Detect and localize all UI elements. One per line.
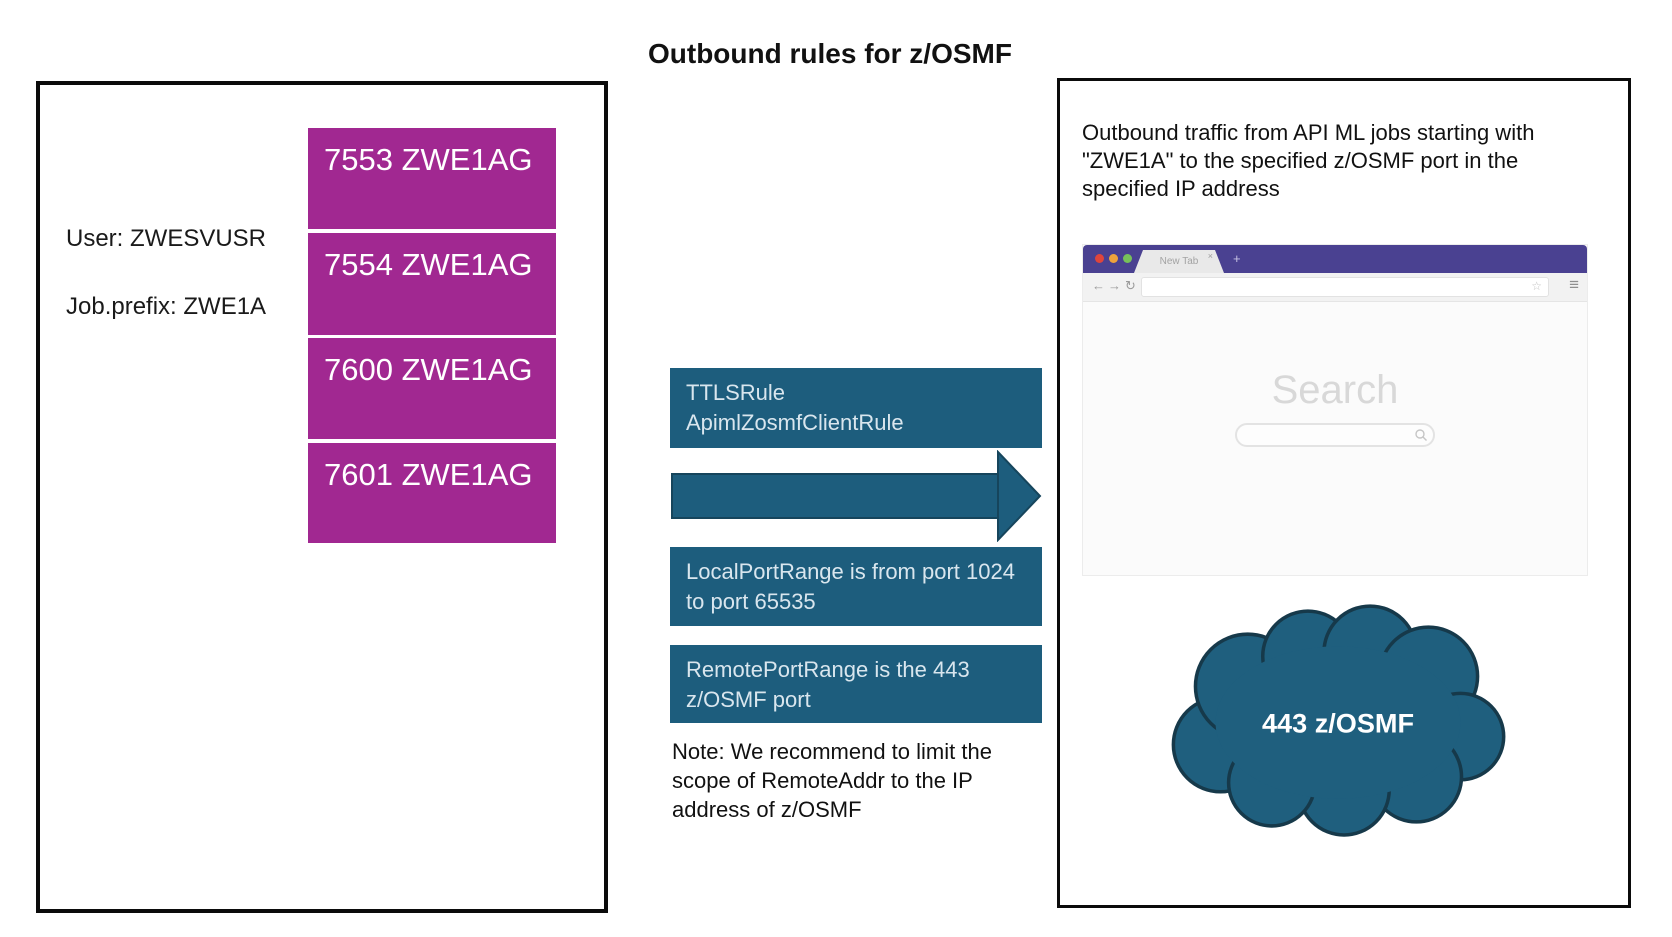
- local-port-range-box: LocalPortRange is from port 1024 to port…: [670, 547, 1042, 626]
- flow-arrow-icon: [671, 450, 1042, 542]
- port-job-box: 7601 ZWE1AG: [308, 443, 556, 543]
- tab-close-icon[interactable]: ×: [1207, 251, 1213, 261]
- traffic-light-minimize-icon[interactable]: [1109, 254, 1118, 263]
- ttls-rule-box: TTLSRule ApimlZosmfClientRule: [670, 368, 1042, 448]
- search-heading: Search: [1271, 368, 1399, 412]
- browser-tab[interactable]: New Tab ×: [1134, 250, 1224, 273]
- browser-title-bar: New Tab × +: [1083, 245, 1587, 273]
- jobs-panel: User: ZWESVUSR Job.prefix: ZWE1A 7553 ZW…: [36, 81, 608, 913]
- address-bar[interactable]: ☆: [1141, 277, 1549, 297]
- browser-content: Search: [1083, 302, 1587, 575]
- traffic-description: Outbound traffic from API ML jobs starti…: [1082, 120, 1535, 201]
- tab-label: New Tab: [1159, 256, 1199, 267]
- new-tab-button[interactable]: +: [1233, 251, 1241, 266]
- note-text: Note: We recommend to limit the scope of…: [672, 739, 992, 822]
- traffic-panel: Outbound traffic from API ML jobs starti…: [1057, 78, 1631, 908]
- search-magnifier-icon: [1415, 429, 1427, 441]
- ttls-rule-value-label: ApimlZosmfClientRule: [686, 410, 904, 435]
- ttls-rule-name-label: TTLSRule: [686, 380, 786, 405]
- port-job-box: 7554 ZWE1AG: [308, 233, 556, 335]
- page-title: Outbound rules for z/OSMF: [648, 38, 1012, 69]
- menu-icon[interactable]: ≡: [1569, 275, 1579, 294]
- browser-toolbar: ← → ↻ ☆ ≡: [1083, 273, 1587, 302]
- browser-mockup: New Tab × + ← → ↻ ☆ ≡ Search: [1082, 244, 1588, 576]
- cloud-label: 443 z/OSMF: [1262, 708, 1414, 739]
- bookmark-star-icon[interactable]: ☆: [1531, 279, 1542, 293]
- user-label: User: ZWESVUSR: [66, 225, 267, 252]
- port-job-box: 7600 ZWE1AG: [308, 338, 556, 439]
- remote-port-range-box: RemotePortRange is the 443 z/OSMF port: [670, 645, 1042, 723]
- port-job-box: 7553 ZWE1AG: [308, 128, 556, 229]
- search-input[interactable]: [1235, 423, 1435, 447]
- traffic-light-close-icon[interactable]: [1095, 254, 1104, 263]
- refresh-icon[interactable]: ↻: [1125, 278, 1136, 293]
- zosmf-cloud: 443 z/OSMF: [1171, 604, 1506, 837]
- traffic-light-zoom-icon[interactable]: [1123, 254, 1132, 263]
- job-prefix-label: Job.prefix: ZWE1A: [66, 293, 267, 320]
- back-icon[interactable]: ←: [1092, 278, 1105, 293]
- forward-icon[interactable]: →: [1108, 278, 1121, 293]
